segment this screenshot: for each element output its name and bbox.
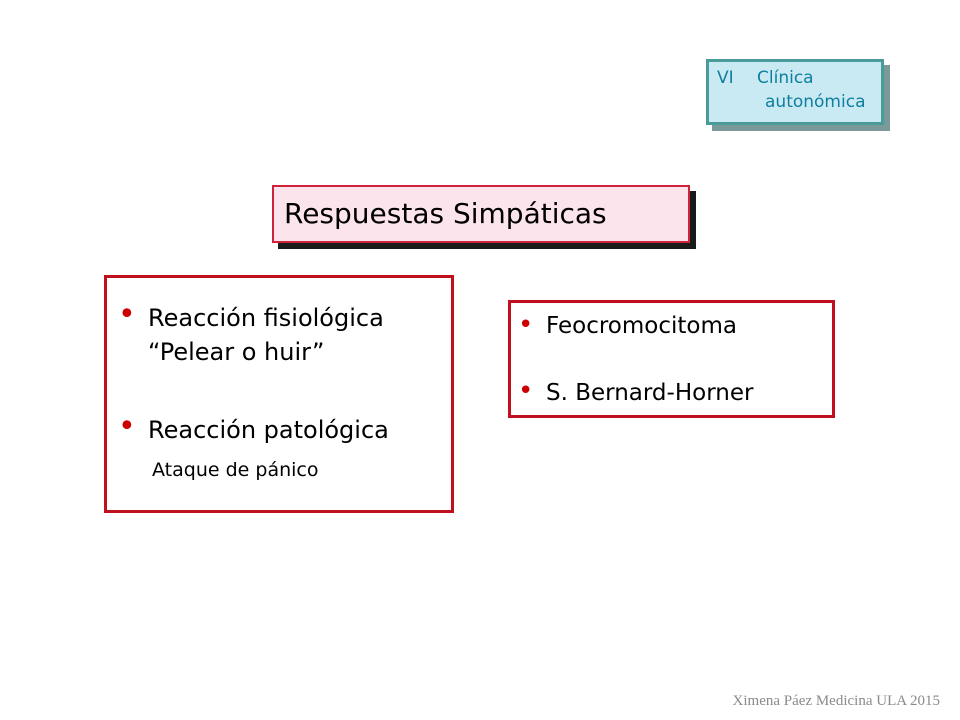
item-pheochromocytoma: Feocromocitoma xyxy=(546,313,737,339)
section-badge: VI Clínica autonómica xyxy=(706,59,884,125)
section-label-line1: Clínica xyxy=(757,68,814,88)
slide-title: Respuestas Simpáticas xyxy=(272,185,690,243)
bullet-3: • xyxy=(518,310,534,340)
footer-credit: Ximena Páez Medicina ULA 2015 xyxy=(732,693,940,709)
right-content-box xyxy=(508,300,835,418)
item-pathological-reaction: Reacción patológica xyxy=(148,416,389,444)
section-badge-line1: VI Clínica xyxy=(717,66,881,90)
bullet-4: • xyxy=(518,376,534,406)
bullet-1: • xyxy=(118,297,136,332)
section-label-line2: autonómica xyxy=(765,92,866,112)
item-physiological-reaction: Reacción fisiológica xyxy=(148,304,384,332)
left-content-box xyxy=(104,275,454,513)
item-bernard-horner: S. Bernard-Horner xyxy=(546,380,754,406)
item-fight-or-flight: “Pelear o huir” xyxy=(148,338,325,366)
item-panic-attack: Ataque de pánico xyxy=(152,459,319,481)
section-number: VI xyxy=(717,68,734,88)
bullet-2: • xyxy=(118,409,136,444)
